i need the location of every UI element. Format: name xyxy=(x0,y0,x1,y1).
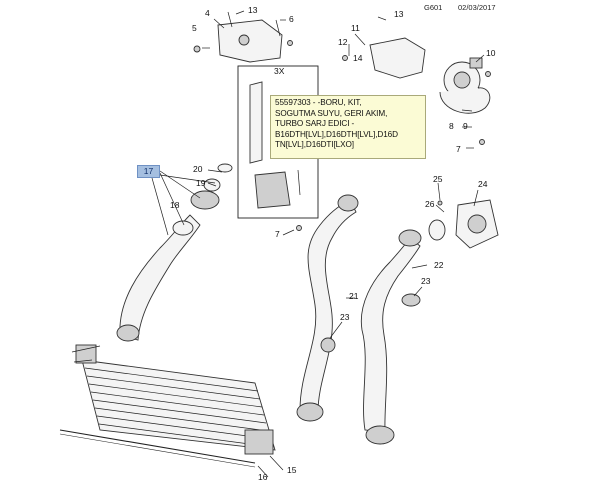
callout-10: 10 xyxy=(486,48,496,58)
diagram-date: 02/03/2017 xyxy=(458,3,496,12)
tooltip-line-2: SOGUTMA SUYU, GERI AKIM, xyxy=(275,108,388,118)
throttle-body-24[interactable] xyxy=(428,199,499,249)
selected-part-badge[interactable]: 17 xyxy=(137,165,160,178)
callout-13b: 13 xyxy=(394,9,404,19)
callout-16: 16 xyxy=(258,472,268,482)
inset-box xyxy=(237,65,319,219)
tooltip-line-1: 55597303 - -BORU, KIT, xyxy=(275,98,362,107)
callout-numbers: 4 13 6 5 11 13 12 10 14 3X 8 9 7 20 19 1… xyxy=(170,5,496,482)
bracket-4[interactable] xyxy=(217,11,283,63)
hose-22[interactable] xyxy=(360,229,422,445)
callout-14: 14 xyxy=(353,53,363,63)
callout-7-top: 7 xyxy=(456,144,461,154)
tooltip-line-3: TURBO SARJ EDICI - xyxy=(275,119,355,128)
callout-22: 22 xyxy=(434,260,444,270)
callout-5: 5 xyxy=(192,23,197,33)
callout-23-left: 23 xyxy=(340,312,350,322)
callout-26: 26 xyxy=(425,199,435,209)
callout-25: 25 xyxy=(433,174,443,184)
clamp-23[interactable] xyxy=(320,293,421,353)
callout-8: 8 xyxy=(449,121,454,131)
callout-24: 24 xyxy=(478,179,488,189)
callout-7-bottom: 7 xyxy=(275,229,280,239)
callout-4: 4 xyxy=(205,8,210,18)
diagram-code: G601 xyxy=(424,3,443,12)
tooltip-line-4: B16DTH[LVL],D16DTH[LVL],D16D xyxy=(275,129,398,139)
hose-18[interactable] xyxy=(116,163,233,342)
callout-9: 9 xyxy=(463,121,468,131)
hose-21[interactable] xyxy=(296,194,359,422)
callout-19: 19 xyxy=(196,178,206,188)
fasteners xyxy=(193,40,491,231)
callout-6: 6 xyxy=(289,14,294,24)
callout-18: 18 xyxy=(170,200,180,210)
leader-lines xyxy=(151,10,485,478)
intercooler[interactable] xyxy=(59,344,276,468)
callout-21: 21 xyxy=(349,291,359,301)
callout-23-right: 23 xyxy=(421,276,431,286)
callout-15: 15 xyxy=(287,465,297,475)
part-info-tooltip: 55597303 - -BORU, KIT, SOGUTMA SUYU, GER… xyxy=(270,95,426,159)
turbocharger[interactable] xyxy=(369,37,491,114)
callout-11: 11 xyxy=(351,23,360,33)
tooltip-line-5: TN[LVL],D16DTI[LXO] xyxy=(275,140,354,149)
callout-13: 13 xyxy=(248,5,258,15)
callout-20: 20 xyxy=(193,164,203,174)
inset-label: 3X xyxy=(274,66,285,76)
callout-12: 12 xyxy=(338,37,348,47)
